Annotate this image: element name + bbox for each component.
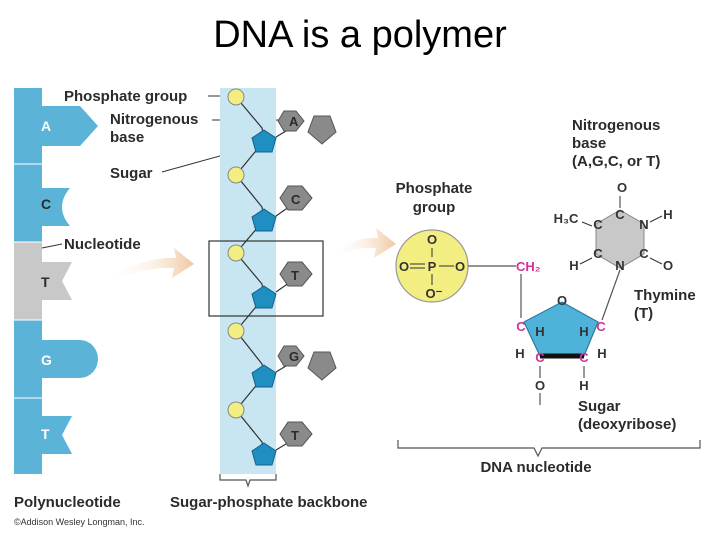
nucleotide-box bbox=[208, 240, 324, 317]
thymine-detail: O C N H C O N C H C H₃C bbox=[554, 180, 673, 273]
sugar-label-line2: (deoxyribose) bbox=[578, 416, 676, 433]
backbone-brace bbox=[219, 474, 277, 488]
thy-C: C bbox=[639, 246, 649, 261]
atom-O-left: O bbox=[399, 259, 409, 274]
nucleotide-brace bbox=[397, 440, 701, 458]
strand-base-label: T bbox=[41, 426, 50, 442]
phosphate-group-label: Phosphate group bbox=[64, 88, 187, 105]
h3c-label: H₃C bbox=[554, 211, 579, 226]
rp-nitrogenous-line2: base bbox=[572, 135, 606, 152]
phosphate-circle bbox=[227, 166, 245, 184]
ring-H: H bbox=[579, 324, 588, 339]
ring-H-bottom: H bbox=[579, 378, 588, 393]
ring-H: H bbox=[597, 346, 606, 361]
ring-C1: C bbox=[596, 319, 606, 334]
ring-C4: C bbox=[516, 319, 526, 334]
base-C-shape bbox=[42, 188, 70, 226]
chain-base-C: C bbox=[279, 185, 313, 211]
rp-nitrogenous-line1: Nitrogenous bbox=[572, 117, 660, 134]
deoxyribose-ring: O C C C C H H H H O H bbox=[515, 293, 607, 405]
thy-H: H bbox=[663, 207, 672, 222]
rp-phosphate-label-line2: group bbox=[413, 199, 456, 216]
arrow-left bbox=[108, 248, 194, 282]
phosphate-detail: O P O O O⁻ bbox=[395, 229, 469, 303]
chain-base-T: T bbox=[279, 261, 313, 287]
backbone-chain: A C T G T bbox=[227, 88, 337, 466]
strand-base-label: C bbox=[41, 196, 51, 212]
sugar-label-line1: Sugar bbox=[578, 398, 621, 415]
strand-base-label: T bbox=[41, 274, 50, 290]
atom-O-top: O bbox=[427, 232, 437, 247]
polynucleotide-strand: A C T G T bbox=[14, 88, 98, 474]
phosphate-circle bbox=[227, 244, 245, 262]
thy-N: N bbox=[615, 258, 624, 273]
sugar-pentagon bbox=[251, 285, 277, 309]
chain-base-T2: T bbox=[279, 421, 313, 447]
dna-nucleotide-label: DNA nucleotide bbox=[480, 459, 591, 476]
chain-base-letter: C bbox=[291, 192, 301, 207]
thymine-label-line2: (T) bbox=[634, 305, 653, 322]
base-T-shape bbox=[42, 262, 72, 300]
thy-O-right: O bbox=[663, 258, 673, 273]
thy-O-top: O bbox=[617, 180, 627, 195]
thy-H: H bbox=[569, 258, 578, 273]
atom-P: P bbox=[428, 259, 437, 274]
chain-base-letter: A bbox=[289, 114, 299, 129]
credit-text: ©Addison Wesley Longman, Inc. bbox=[14, 517, 145, 527]
nitrogenous-label-line2: base bbox=[110, 129, 144, 146]
arrow-right bbox=[330, 228, 396, 258]
rp-nitrogenous-line3: (A,G,C, or T) bbox=[572, 153, 660, 170]
ring-H: H bbox=[515, 346, 524, 361]
phosphate-circle bbox=[227, 401, 245, 419]
ring-O-bottom: O bbox=[535, 378, 545, 393]
ring-H: H bbox=[535, 324, 544, 339]
base-A-shape bbox=[42, 106, 98, 146]
strand-base-label: G bbox=[41, 352, 52, 368]
sugar-pentagon bbox=[251, 129, 277, 153]
atom-O-right: O bbox=[455, 259, 465, 274]
page-title: DNA is a polymer bbox=[213, 14, 507, 56]
base-G-shape bbox=[42, 340, 98, 378]
strand-base-label: A bbox=[41, 118, 51, 134]
backbone-label: Sugar-phosphate backbone bbox=[170, 494, 368, 511]
thy-N: N bbox=[639, 217, 648, 232]
thy-C: C bbox=[615, 207, 625, 222]
atom-O-minus: O⁻ bbox=[426, 286, 443, 301]
polynucleotide-label: Polynucleotide bbox=[14, 494, 121, 511]
nitrogenous-label-line1: Nitrogenous bbox=[110, 111, 198, 128]
thy-C: C bbox=[593, 246, 603, 261]
ch2-label: CH₂ bbox=[516, 259, 541, 274]
chain-base-G: G bbox=[277, 345, 337, 381]
base-T2-shape bbox=[42, 416, 72, 454]
thymine-label-line1: Thymine bbox=[634, 287, 696, 304]
ring-C3: C bbox=[535, 350, 545, 365]
chain-base-letter: T bbox=[291, 268, 299, 283]
sugar-pentagon bbox=[251, 208, 277, 232]
sugar-label: Sugar bbox=[110, 165, 153, 182]
thy-C: C bbox=[593, 217, 603, 232]
nucleotide-label: Nucleotide bbox=[64, 236, 141, 253]
sugar-pentagon bbox=[251, 442, 277, 466]
sugar-pentagon bbox=[251, 364, 277, 388]
chain-base-A: A bbox=[277, 110, 337, 145]
chain-base-letter: G bbox=[289, 349, 299, 364]
ring-C2: C bbox=[579, 350, 589, 365]
phosphate-circle bbox=[227, 88, 245, 106]
ring-O: O bbox=[557, 293, 567, 308]
chain-base-letter: T bbox=[291, 428, 299, 443]
phosphate-circle bbox=[227, 322, 245, 340]
rp-phosphate-label-line1: Phosphate bbox=[396, 180, 473, 197]
